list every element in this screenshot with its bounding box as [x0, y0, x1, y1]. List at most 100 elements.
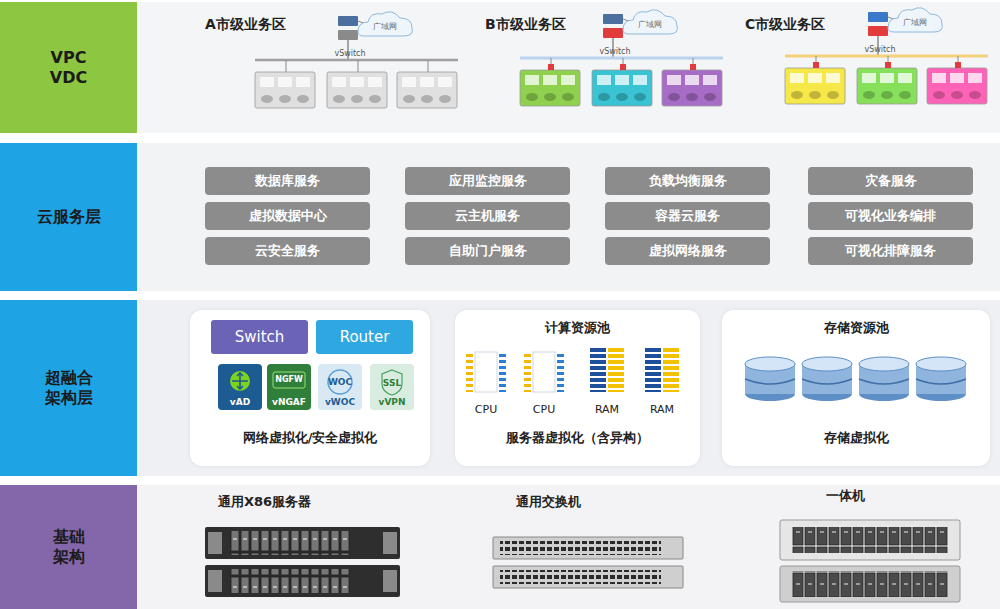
- storage-disk: [859, 387, 909, 401]
- service-name: 灾备服务: [808, 167, 973, 195]
- zone-c-topology: [955, 62, 961, 68]
- service-name: 虚拟数据中心: [205, 202, 370, 230]
- zone-a-topology: [428, 60, 429, 72]
- pool-caption: 服务器虚拟化（含异构）: [455, 430, 700, 446]
- zone-a-topology: [286, 60, 287, 72]
- cpu-icon: [524, 352, 531, 392]
- zone-a-topology: [358, 60, 359, 72]
- icon-caption: vAD: [218, 397, 262, 408]
- zone-a-topology: [327, 72, 387, 108]
- zone-c-topology: [816, 56, 817, 68]
- zone-b-topology: [520, 70, 580, 106]
- zone-c-topology: [888, 17, 896, 20]
- x86-server: [383, 532, 397, 554]
- function-icon: vAD: [218, 364, 262, 410]
- pool-title: 存储资源池: [722, 320, 990, 336]
- zone-b-topology: [623, 19, 631, 22]
- icon-caption: vNGAF: [267, 397, 311, 408]
- vad-glyph: [232, 373, 248, 389]
- x86-server: [208, 532, 222, 554]
- layer-band: 云服务层数据库服务应用监控服务负载均衡服务灾备服务虚拟数据中心云主机服务容器云服…: [0, 143, 1000, 291]
- all-in-one-server: [780, 566, 960, 602]
- zone-b-topology: [623, 58, 624, 70]
- zone-b-topology: [662, 70, 722, 106]
- service-box: 应用监控服务: [405, 167, 570, 195]
- zone-b-topology: [592, 70, 652, 106]
- virtualization-panel: 网络虚拟化/安全虚拟化SwitchRoutervADvNGAFvWOCvVPN: [190, 310, 430, 466]
- layer-band: VPC VDCA市级业务区B市级业务区C市级业务区: [0, 2, 1000, 133]
- network-label: 广域网: [638, 21, 662, 29]
- storage-disk: [802, 357, 852, 371]
- ram-icon: [645, 348, 661, 392]
- zone-a-topology: [347, 40, 349, 60]
- zone-c-topology: [785, 55, 988, 58]
- zone-c-topology: [888, 8, 942, 32]
- vad-glyph: [230, 371, 250, 391]
- zone-c-topology: [785, 8, 988, 104]
- all-in-one-server: [780, 520, 960, 560]
- zone-c-topology: [785, 68, 845, 104]
- zone-title: B市级业务区: [485, 16, 566, 34]
- storage-disk: [745, 357, 795, 371]
- service-name: 可视化排障服务: [808, 237, 973, 265]
- all-in-one-server: [780, 520, 960, 602]
- icon-mark: WOC: [328, 378, 352, 387]
- zone-b-topology: [623, 10, 677, 34]
- service-box: 灾备服务: [808, 167, 973, 195]
- service-name: 云安全服务: [205, 237, 370, 265]
- resource-label: RAM: [595, 404, 619, 415]
- ram-icon: [590, 348, 606, 392]
- service-box: 负载均衡服务: [605, 167, 770, 195]
- service-name: 虚拟网络服务: [605, 237, 770, 265]
- cpu-icon: [466, 352, 564, 392]
- storage-disk: [745, 364, 795, 394]
- network-switch: [500, 570, 661, 584]
- service-box: 数据库服务: [205, 167, 370, 195]
- cpu-icon: [499, 352, 506, 392]
- storage-disk: [745, 379, 795, 384]
- storage-disk: [859, 357, 909, 371]
- service-box: 虚拟数据中心: [205, 202, 370, 230]
- service-name: 数据库服务: [205, 167, 370, 195]
- layer-label: 超融合 架构层: [0, 300, 137, 476]
- zone-b-topology: [520, 10, 723, 106]
- all-in-one-server: [792, 527, 948, 553]
- switch-label: vSwitch: [864, 46, 895, 54]
- zone-c-topology: [877, 36, 879, 56]
- function-icon: vWOC: [318, 364, 362, 410]
- x86-server: [208, 570, 222, 592]
- cpu-icon: [533, 352, 555, 392]
- cpu-icon: [557, 352, 564, 392]
- ram-icon: [590, 348, 679, 392]
- zone-b-topology: [693, 58, 694, 70]
- zone-a-topology: [358, 12, 412, 36]
- business-zone: B市级业务区: [470, 6, 730, 128]
- network-switch: [493, 537, 683, 588]
- switch-box: Switch: [211, 320, 308, 354]
- service-box: 云安全服务: [205, 237, 370, 265]
- business-zone: A市级业务区: [190, 6, 460, 128]
- woc-glyph: [328, 370, 352, 394]
- device-name: Switch: [211, 320, 308, 354]
- icon-caption: vWOC: [318, 397, 362, 408]
- function-icon: vNGAF: [267, 364, 311, 410]
- switch-label: vSwitch: [334, 50, 365, 58]
- x86-server: [205, 527, 400, 559]
- icon-caption: vVPN: [370, 397, 414, 408]
- hardware-title: 通用X86服务器: [218, 494, 311, 510]
- zone-c-topology: [868, 12, 888, 22]
- zone-a-topology: [255, 72, 315, 108]
- vpn-glyph: [382, 370, 402, 395]
- service-box: 容器云服务: [605, 202, 770, 230]
- storage-disk: [745, 364, 795, 394]
- zone-c-topology: [813, 62, 819, 68]
- layer-label: 云服务层: [0, 143, 137, 291]
- zone-c-topology: [888, 56, 889, 68]
- storage-disk: [916, 357, 966, 371]
- ram-icon: [608, 348, 624, 392]
- zone-b-topology: [690, 64, 696, 70]
- business-zone: C市级业务区: [730, 6, 990, 128]
- router-box: Router: [316, 320, 413, 354]
